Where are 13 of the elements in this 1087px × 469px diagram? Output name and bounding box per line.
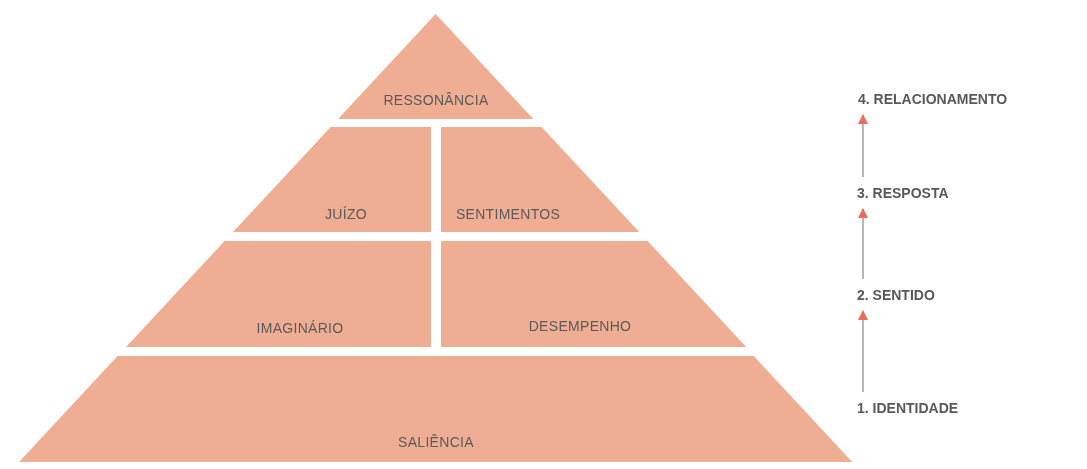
segment-label: SALIÊNCIA [398,434,474,450]
level-label: 2. SENTIDO [857,287,935,303]
level-label: 1. IDENTIDADE [857,400,959,416]
arrow [857,309,869,393]
level-label: 4. RELACIONAMENTO [858,91,1008,107]
segment-label: IMAGINÁRIO [256,320,344,336]
level-label: 3. RESPOSTA [857,185,949,201]
arrow [857,207,869,280]
segment-label: RESSONÂNCIA [383,92,489,108]
segment-label: SENTIMENTOS [455,206,561,222]
arrow [857,113,869,178]
segment-label: DESEMPENHO [528,318,632,334]
segment-label: JUÍZO [325,206,367,222]
